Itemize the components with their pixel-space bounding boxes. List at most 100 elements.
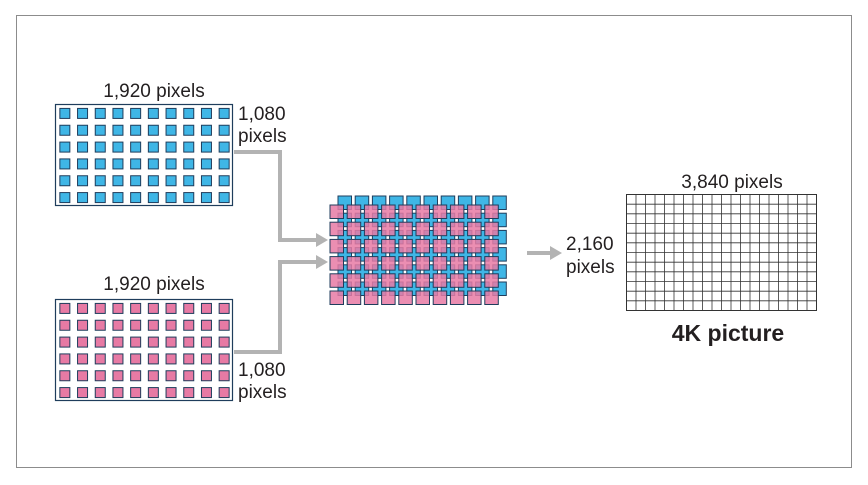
pixel [147,319,159,331]
pixel [183,192,195,204]
pixel [94,158,106,170]
pixel [112,141,124,153]
pink-pixel [415,221,430,237]
pixel [218,336,230,348]
combined-height-label: 2,160 [566,234,614,255]
pixel [77,175,89,187]
pink-pixel [398,290,413,305]
pixel [147,124,159,136]
pixel [165,302,177,314]
bottom-input-pixel-grid [54,298,234,402]
pink-pixel [415,238,430,254]
pixel [59,192,71,204]
pink-pixel [449,256,465,271]
pixel [183,107,195,119]
pink-pixel [363,204,379,219]
pixel [59,319,71,331]
pink-pixel [415,204,430,219]
pixel [200,124,212,136]
pixel [147,370,159,382]
pixel [218,158,230,170]
pink-pixel [381,256,396,271]
pixel [130,124,142,136]
pink-pixel [449,290,465,305]
pixel [200,370,212,382]
pixel [218,141,230,153]
pixel [183,124,195,136]
pixel [112,353,124,365]
pixel [77,336,89,348]
pixel [183,141,195,153]
pixel [59,107,71,119]
pixel [112,387,124,399]
pink-pixel [467,273,482,288]
pink-pixel [467,256,482,271]
pink-pixel [432,273,448,288]
pink-pixel [398,221,413,237]
pixel [200,192,212,204]
pixel [59,370,71,382]
arrow-head-icon [316,255,328,269]
pixel [59,353,71,365]
pink-pixel [329,204,344,219]
pixel [59,158,71,170]
pixel [165,124,177,136]
pixel [59,387,71,399]
frame [16,15,852,468]
pixel-grid-border [54,103,234,207]
pixel [130,192,142,204]
pixel [147,107,159,119]
pink-pixel [432,290,448,305]
pink-pixel [363,273,379,288]
pink-pixel [484,290,499,305]
pixel [112,175,124,187]
pink-pixel [467,290,482,305]
pink-pixel [381,238,396,254]
pixel [218,319,230,331]
pink-pixel [381,221,396,237]
pixel [77,107,89,119]
pixel [94,124,106,136]
pixel [112,319,124,331]
pixel [200,175,212,187]
pixel [147,141,159,153]
pixel [165,353,177,365]
pixel [147,302,159,314]
pixel [77,319,89,331]
pink-pixel [398,238,413,254]
arrow-bottom-path [234,260,318,354]
pink-pixel [329,290,344,305]
pink-pixel [415,256,430,271]
bottom-height-unit: pixels [238,382,287,403]
pixel [112,192,124,204]
pink-pixel [363,290,379,305]
pixel [130,387,142,399]
pink-pixel [449,221,465,237]
pixel [77,387,89,399]
pixel [77,370,89,382]
arrow-head-icon [550,246,562,260]
pink-pixel [346,204,362,219]
pixel [218,124,230,136]
pixel [183,158,195,170]
pixel [147,353,159,365]
pixel [200,319,212,331]
pixel [147,336,159,348]
pixel [94,336,106,348]
pixel [112,124,124,136]
pink-pixel [484,238,499,254]
pixel [165,158,177,170]
pixel [165,107,177,119]
pixel [147,387,159,399]
pixel [94,319,106,331]
arrow-top-path [234,150,318,242]
pixel [130,175,142,187]
pixel [130,158,142,170]
pink-pixel [346,256,362,271]
pixel [59,124,71,136]
pixel-grid-border [54,298,234,402]
pink-pixel [381,204,396,219]
pixel [183,353,195,365]
pink-pixel [381,273,396,288]
